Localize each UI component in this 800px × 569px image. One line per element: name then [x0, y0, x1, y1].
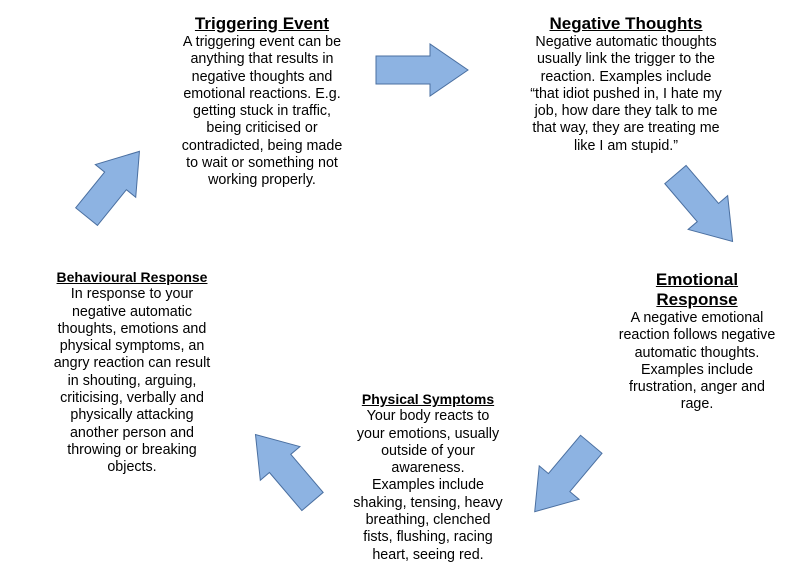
arrow-down-left-icon [534, 434, 603, 513]
emotional-response-title: Emotional [655, 270, 739, 289]
emotional-response-title: Response [656, 290, 738, 309]
physical-symptoms-text-line: your emotions, usually [356, 425, 500, 442]
behavioural-response-text-line: physical symptoms, an [59, 338, 205, 355]
triggering-event-text-line: negative thoughts and [191, 68, 333, 85]
negative-thoughts-title: Negative Thoughts [549, 14, 703, 33]
negative-thoughts-text-line: like I am stupid.” [573, 137, 679, 154]
emotional-response-text-line: rage. [680, 396, 714, 413]
behavioural-response-text-line: angry reaction can result [53, 355, 211, 372]
triggering-event-text-line: emotional reactions. E.g. [183, 85, 341, 102]
emotional-response-text-line: Examples include [640, 361, 754, 378]
physical-symptoms-text-line: heart, seeing red. [372, 546, 484, 563]
triggering-event-text-line: working properly. [208, 172, 316, 189]
arrow-up-right-icon [74, 150, 140, 227]
triggering-event-text-line: getting stuck in traffic, [192, 103, 332, 120]
behavioural-response-text-line: criticising, verbally and [60, 390, 204, 407]
physical-symptoms-title: Physical Symptoms [361, 391, 495, 407]
physical-symptoms-text-line: fists, flushing, racing [363, 529, 493, 546]
physical-symptoms-text-line: awareness. [391, 460, 465, 477]
arrow-down-right-icon [664, 164, 734, 243]
behavioural-response-text-line: thoughts, emotions and [57, 320, 207, 337]
behavioural-response-text-line: physically attacking [70, 407, 194, 424]
behavioural-response-text-line: another person and [69, 424, 194, 441]
physical-symptoms-text-line: outside of your [381, 442, 475, 459]
behavioural-response-text-line: in shouting, arguing, [67, 372, 197, 389]
triggering-event-text-line: to wait or something not [186, 155, 338, 172]
triggering-event-text-line: contradicted, being made [181, 137, 343, 154]
physical-symptoms-text-line: Your body reacts to [366, 408, 490, 425]
physical-symptoms-text-line: breathing, clenched [365, 512, 491, 529]
behavioural-response-text-line: throwing or breaking [67, 441, 197, 458]
negative-thoughts-text-line: usually link the trigger to the [536, 51, 715, 68]
behavioural-response-title: Behavioural Response [56, 269, 208, 285]
negative-thoughts-text-line: Negative automatic thoughts [535, 34, 717, 50]
emotional-response-text-line: automatic thoughts. [634, 344, 760, 361]
triggering-event-text-line: anything that results in [190, 51, 334, 68]
emotional-response-text-line: reaction follows negative [618, 327, 776, 344]
behavioural-response-text-line: negative automatic [71, 303, 192, 320]
physical-symptoms-text-line: shaking, tensing, heavy [353, 494, 503, 511]
triggering-event-title: Triggering Event [194, 14, 330, 33]
triggering-event-text-line: A triggering event can be [182, 34, 342, 50]
behavioural-response-text-line: In response to your [70, 286, 194, 303]
emotional-response-text-line: frustration, anger and [629, 379, 765, 396]
negative-thoughts-text-line: job, how dare they talk to me [534, 103, 718, 120]
triggering-event-text-line: being criticised or [206, 120, 318, 137]
emotional-response-text-line: A negative emotional [630, 310, 764, 326]
negative-thoughts-text-line: that way, they are treating me [532, 120, 720, 137]
arrow-up-left-icon [254, 433, 324, 512]
arrow-right-icon [375, 43, 469, 97]
behavioural-response-text-line: objects. [107, 459, 157, 476]
negative-thoughts-text-line: “that idiot pushed in, I hate my [530, 85, 722, 102]
negative-thoughts-text-line: reaction. Examples include [540, 68, 712, 85]
physical-symptoms-text-line: Examples include [371, 477, 485, 494]
